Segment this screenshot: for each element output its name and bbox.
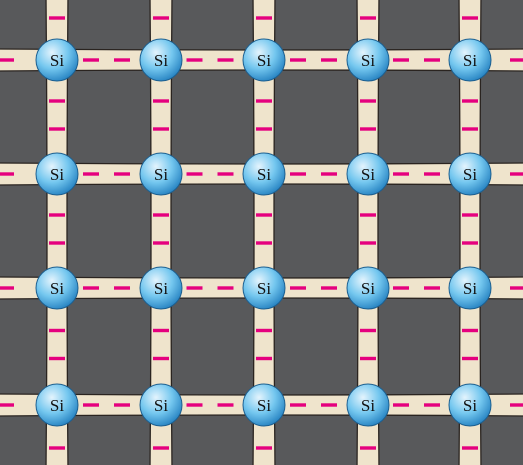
silicon-atom-r1-c3: Si: [243, 39, 285, 81]
silicon-atom-r1-c5: Si: [449, 39, 491, 81]
atom-symbol-label: Si: [361, 279, 375, 298]
silicon-atom-r1-c1: Si: [36, 39, 78, 81]
atom-symbol-label: Si: [50, 51, 64, 70]
atom-symbol-label: Si: [154, 396, 168, 415]
silicon-atom-r3-c4: Si: [347, 267, 389, 309]
silicon-atom-r3-c2: Si: [140, 267, 182, 309]
atom-symbol-label: Si: [154, 279, 168, 298]
silicon-atom-r2-c3: Si: [243, 153, 285, 195]
silicon-atom-r4-c3: Si: [243, 384, 285, 426]
silicon-atom-r3-c5: Si: [449, 267, 491, 309]
atom-symbol-label: Si: [361, 396, 375, 415]
atom-symbol-label: Si: [154, 51, 168, 70]
atom-symbol-label: Si: [50, 165, 64, 184]
silicon-atom-r2-c2: Si: [140, 153, 182, 195]
atom-symbol-label: Si: [257, 51, 271, 70]
atom-symbol-label: Si: [50, 396, 64, 415]
silicon-atom-r2-c1: Si: [36, 153, 78, 195]
atom-symbol-label: Si: [463, 396, 477, 415]
atom-symbol-label: Si: [361, 165, 375, 184]
silicon-atom-r3-c1: Si: [36, 267, 78, 309]
atom-symbol-label: Si: [463, 51, 477, 70]
silicon-atom-r4-c4: Si: [347, 384, 389, 426]
atom-symbol-label: Si: [257, 279, 271, 298]
atom-symbol-label: Si: [154, 165, 168, 184]
atom-symbol-label: Si: [361, 51, 375, 70]
silicon-atom-r4-c1: Si: [36, 384, 78, 426]
silicon-atom-r4-c5: Si: [449, 384, 491, 426]
atom-symbol-label: Si: [257, 396, 271, 415]
silicon-atom-r2-c4: Si: [347, 153, 389, 195]
atom-symbol-label: Si: [257, 165, 271, 184]
silicon-atom-r4-c2: Si: [140, 384, 182, 426]
silicon-atom-r2-c5: Si: [449, 153, 491, 195]
silicon-atom-r1-c2: Si: [140, 39, 182, 81]
silicon-atom-r1-c4: Si: [347, 39, 389, 81]
atom-symbol-label: Si: [463, 165, 477, 184]
atom-symbol-label: Si: [50, 279, 64, 298]
silicon-atom-r3-c3: Si: [243, 267, 285, 309]
atom-symbol-label: Si: [463, 279, 477, 298]
